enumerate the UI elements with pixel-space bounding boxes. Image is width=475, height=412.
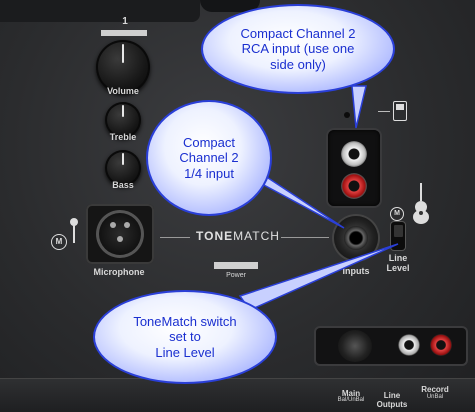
xlr-socket[interactable] bbox=[86, 204, 154, 264]
tonematch-logo-prefix: TONE bbox=[196, 229, 234, 243]
guitar-icon bbox=[410, 183, 432, 225]
rca-red-jack[interactable] bbox=[341, 173, 367, 199]
top-bezel-right bbox=[200, 0, 260, 12]
rca-side-mark bbox=[344, 112, 350, 118]
ipod-line bbox=[378, 111, 390, 112]
rca-callout-pointer bbox=[351, 85, 367, 129]
bass-label: Bass bbox=[112, 180, 134, 190]
power-label: Power bbox=[226, 272, 246, 279]
quarter-inch-callout: Compact Channel 2 1/4 input bbox=[146, 100, 272, 216]
treble-knob[interactable] bbox=[105, 102, 141, 138]
microphone-icon bbox=[70, 218, 78, 244]
main-label: Main bbox=[341, 389, 361, 398]
main-sub-label: Bal/UnBal bbox=[337, 397, 365, 403]
line-level-label: Line Level bbox=[386, 253, 410, 273]
channel-bar bbox=[101, 30, 147, 36]
line-outputs-label: Line Outputs bbox=[376, 391, 408, 409]
microphone-label: Microphone bbox=[93, 267, 145, 277]
volume-knob[interactable] bbox=[96, 40, 150, 94]
switch-tonematch-icon: M bbox=[390, 207, 404, 221]
treble-label: Treble bbox=[109, 132, 137, 142]
ipod-icon bbox=[393, 101, 407, 121]
tonematch-logo-suffix: MATCH bbox=[233, 229, 280, 243]
tonematch-icon: M bbox=[51, 234, 67, 250]
tonematch-line-right bbox=[281, 237, 329, 238]
tonematch-callout-pointer bbox=[238, 243, 399, 311]
rca-white-jack[interactable] bbox=[341, 141, 367, 167]
tonematch-line-left bbox=[160, 237, 190, 238]
channel-number: 1 bbox=[122, 16, 128, 27]
quarter-inch-callout-text: Compact Channel 2 1/4 input bbox=[179, 134, 239, 181]
main-output-jack[interactable] bbox=[338, 330, 372, 362]
tonematch-switch-callout-text: ToneMatch switch set to Line Level bbox=[133, 313, 237, 360]
line-output-white-jack[interactable] bbox=[398, 334, 420, 356]
rca-input-callout: Compact Channel 2 RCA input (use one sid… bbox=[201, 4, 395, 94]
tonematch-switch-callout: ToneMatch switch set to Line Level bbox=[93, 290, 277, 384]
tonematch-logo: TONEMATCH bbox=[196, 229, 279, 245]
power-indicator bbox=[214, 262, 258, 269]
rca-input-callout-text: Compact Channel 2 RCA input (use one sid… bbox=[240, 25, 356, 72]
inputs-label: Inputs bbox=[342, 266, 370, 276]
bottom-strip bbox=[0, 378, 475, 412]
line-level-switch[interactable] bbox=[391, 222, 405, 250]
bass-knob[interactable] bbox=[105, 150, 141, 186]
record-sub-label: UnBal bbox=[426, 394, 444, 400]
top-bezel bbox=[0, 0, 200, 22]
line-output-red-jack[interactable] bbox=[430, 334, 452, 356]
quarter-inch-callout-pointer bbox=[254, 167, 345, 229]
record-label: Record bbox=[421, 385, 449, 394]
xlr-inner bbox=[96, 210, 144, 258]
volume-label: Volume bbox=[107, 86, 139, 96]
